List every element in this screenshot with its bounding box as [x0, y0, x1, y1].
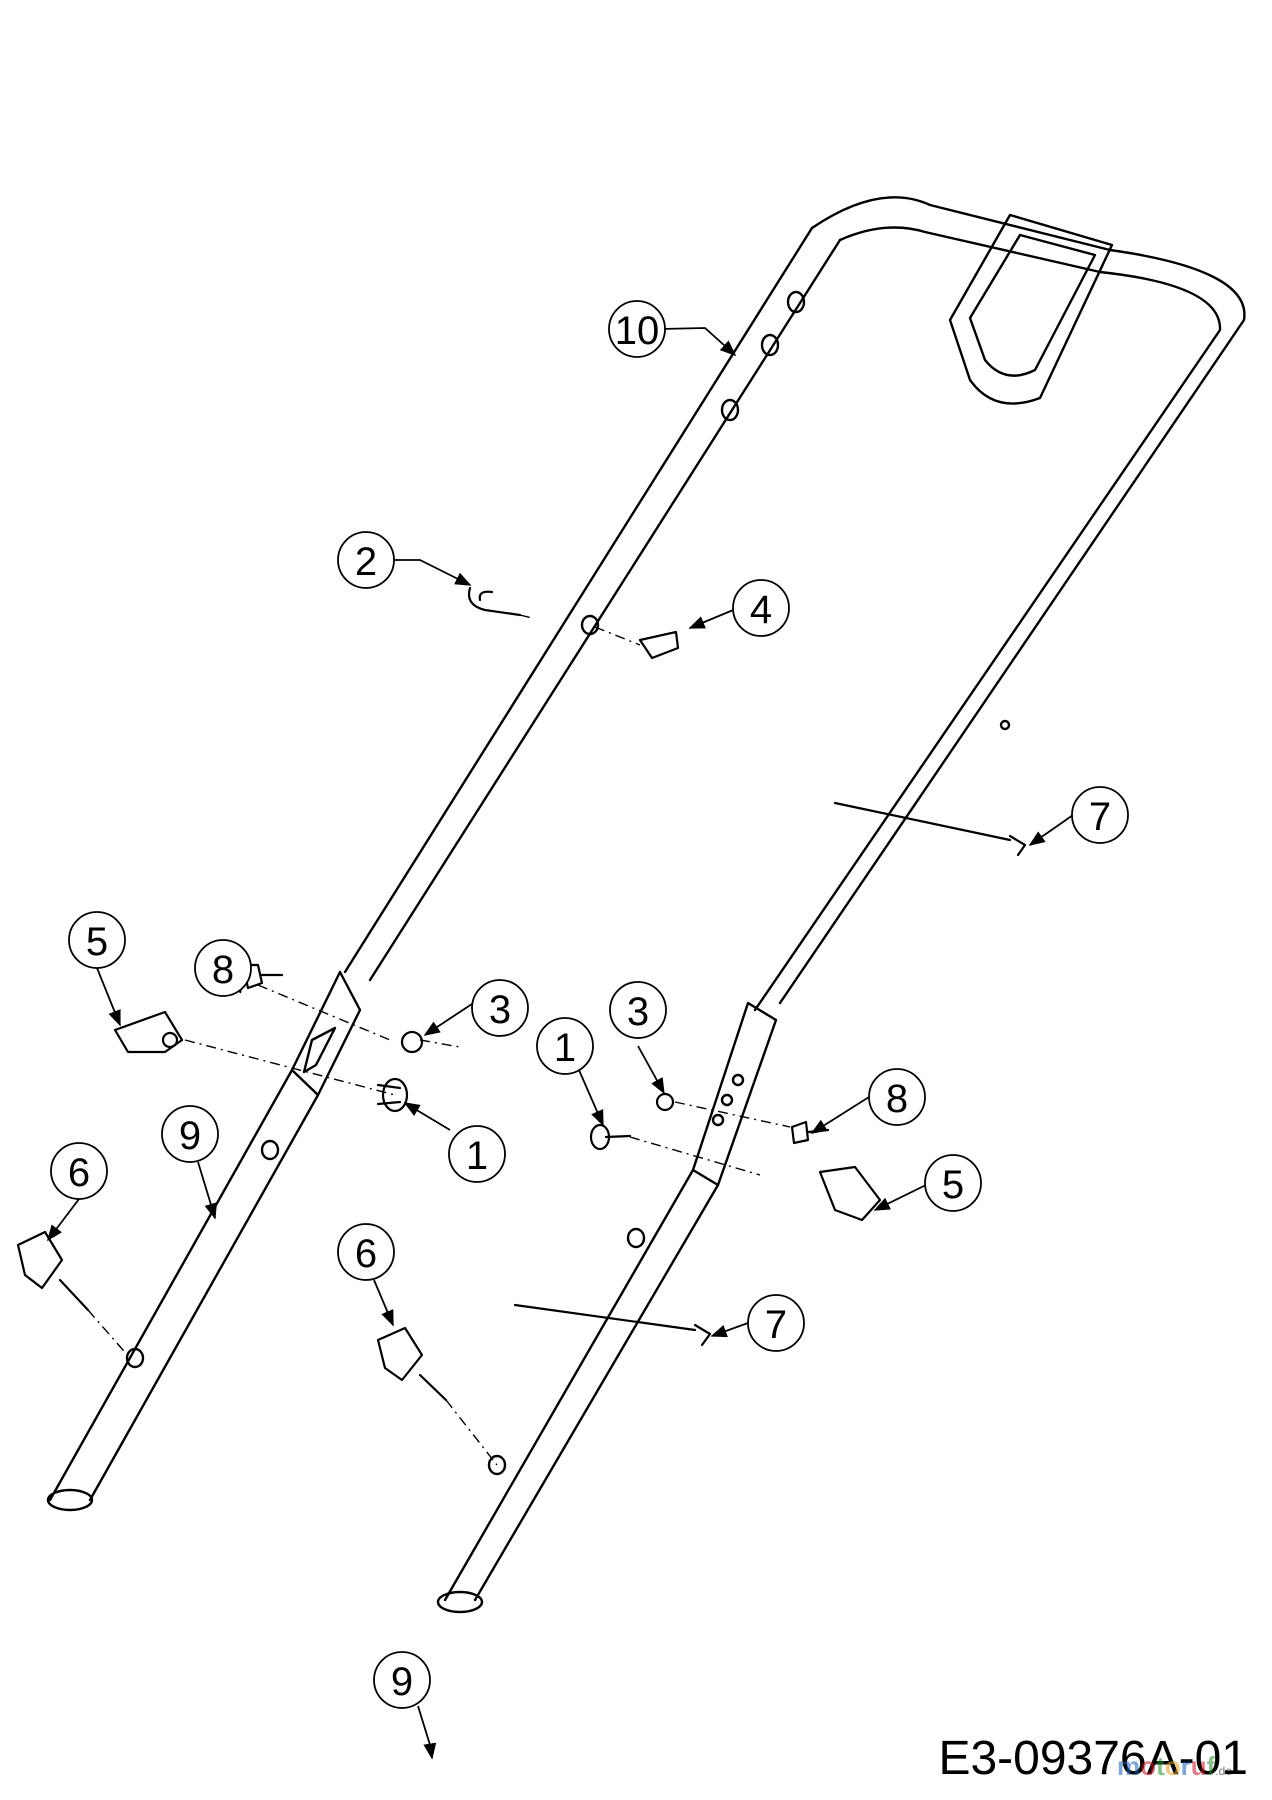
svg-text:9: 9: [391, 1660, 413, 1704]
svg-text:1: 1: [466, 1134, 488, 1178]
knob-bolt: [16, 1230, 64, 1290]
callout-4: 4: [732, 579, 790, 637]
small-parts: [16, 586, 1027, 1402]
callout-9: 9: [161, 1105, 219, 1163]
watermark-logo: motoruf.de: [1117, 1751, 1232, 1782]
svg-text:5: 5: [86, 920, 108, 964]
callout-9: 9: [373, 1651, 431, 1709]
svg-text:7: 7: [1089, 795, 1111, 839]
svg-text:4: 4: [750, 588, 772, 632]
nut: [400, 1030, 424, 1054]
callout-3: 3: [471, 979, 529, 1037]
callout-2: 2: [337, 531, 395, 589]
hook-part: [467, 586, 522, 617]
svg-text:7: 7: [765, 1303, 787, 1347]
cable-tie: [833, 801, 1012, 842]
svg-text:3: 3: [627, 990, 649, 1034]
drawing-id: E3-09376A-01: [938, 1732, 1248, 1785]
cable-clip: [638, 630, 680, 660]
callout-10: 10: [608, 300, 666, 358]
callout-3: 3: [609, 981, 667, 1039]
callout-8: 8: [194, 939, 252, 997]
cable-tie: [513, 1303, 697, 1332]
svg-text:5: 5: [942, 1163, 964, 1207]
callout-5: 5: [68, 911, 126, 969]
callout-6: 6: [50, 1142, 108, 1200]
svg-text:1: 1: [554, 1026, 576, 1070]
callout-5: 5: [924, 1154, 982, 1212]
svg-text:9: 9: [179, 1114, 201, 1158]
watermark-suffix: .de: [1215, 1764, 1232, 1778]
svg-text:8: 8: [212, 948, 234, 992]
callout-8: 8: [868, 1068, 926, 1126]
svg-text:6: 6: [68, 1151, 90, 1195]
handle-frame: [46, 196, 1246, 1614]
watermark-text: motoruf: [1117, 1751, 1216, 1781]
nut: [655, 1092, 675, 1112]
carriage-bolt: [381, 1077, 409, 1113]
knob-bolt: [376, 1326, 424, 1382]
callout-1: 1: [448, 1125, 506, 1183]
callout-7: 7: [1071, 786, 1129, 844]
dash-lines: [87, 614, 791, 1466]
svg-text:6: 6: [355, 1232, 377, 1276]
bolt: [790, 1120, 830, 1145]
svg-text:2: 2: [355, 540, 377, 584]
svg-text:10: 10: [615, 309, 660, 353]
svg-text:3: 3: [489, 988, 511, 1032]
callout-6: 6: [337, 1223, 395, 1281]
knob: [818, 1165, 882, 1222]
callout-7: 7: [747, 1294, 805, 1352]
svg-text:8: 8: [886, 1077, 908, 1121]
callout-1: 1: [536, 1017, 594, 1075]
